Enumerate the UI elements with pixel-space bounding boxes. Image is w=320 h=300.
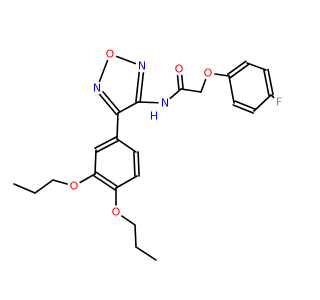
bond-c-ring-left-cb1 [116, 112, 119, 140]
bond-cb3-cb4-b [95, 171, 118, 188]
bond-c-ring-right-c-ring-left [117, 101, 139, 114]
atom-label-o-carbonyl: O [175, 63, 184, 76]
bond-pb1-pb2 [134, 224, 137, 248]
bond-cb5-cb6-b [133, 151, 136, 177]
atom-label-h-amide: H [150, 110, 158, 123]
atom-label-n-amide: N [161, 97, 169, 110]
bond-cb1-cb2-b [96, 140, 119, 153]
bond-ca2-ca3 [246, 62, 267, 71]
bond-cb5-cb6-a [137, 151, 140, 177]
bond-ca1-ca2-a [229, 63, 250, 79]
atom-background-n-ring-left [90, 81, 104, 95]
atom-background-o-propoxy-3 [67, 179, 81, 193]
atom-label-f: F [276, 96, 282, 109]
atom-label-o-propoxy-3: O [70, 180, 79, 193]
bond-cb3-cb4-a [93, 174, 116, 191]
atom-label-o-ring: O [106, 48, 115, 61]
bond-cb6-cb1 [116, 138, 137, 153]
bond-cb1-cb2-a [94, 136, 117, 149]
atom-background-n-ring-top [135, 59, 149, 73]
atom-label-n-ring-top: N [138, 60, 146, 73]
bond-ca4-ca5 [253, 94, 272, 112]
bond-ca6-ca1 [228, 75, 235, 104]
bond-pa2-pa3 [13, 183, 36, 194]
atom-background-f [272, 95, 286, 109]
bond-lines [13, 53, 280, 261]
atom-label-o-ether: O [204, 67, 213, 80]
atom-label-n-ring-left: N [93, 82, 101, 95]
atom-background-o-propoxy-4 [109, 205, 123, 219]
bond-ca1-ca2-b [226, 60, 247, 76]
atom-background-o-ether [201, 66, 215, 80]
atom-background-o-carbonyl [172, 62, 186, 76]
atom-background-n-amide [158, 96, 172, 110]
bond-cb4-cb5 [115, 175, 138, 189]
atom-label-o-propoxy-4: O [112, 206, 121, 219]
atom-background-h-amide [147, 109, 161, 123]
bond-pb2-pb3 [135, 246, 157, 261]
atom-background-o-ring [103, 47, 117, 61]
bond-ca3-ca4-a [263, 69, 270, 97]
bond-ca5-ca6-b [232, 104, 255, 114]
bond-ca3-ca4-b [267, 68, 274, 96]
bond-ca5-ca6-a [233, 100, 256, 110]
bond-pa1-pa2 [34, 179, 54, 194]
bond-c-carbonyl-c-ch2 [180, 88, 202, 93]
bond-cb2-cb3 [94, 149, 97, 175]
